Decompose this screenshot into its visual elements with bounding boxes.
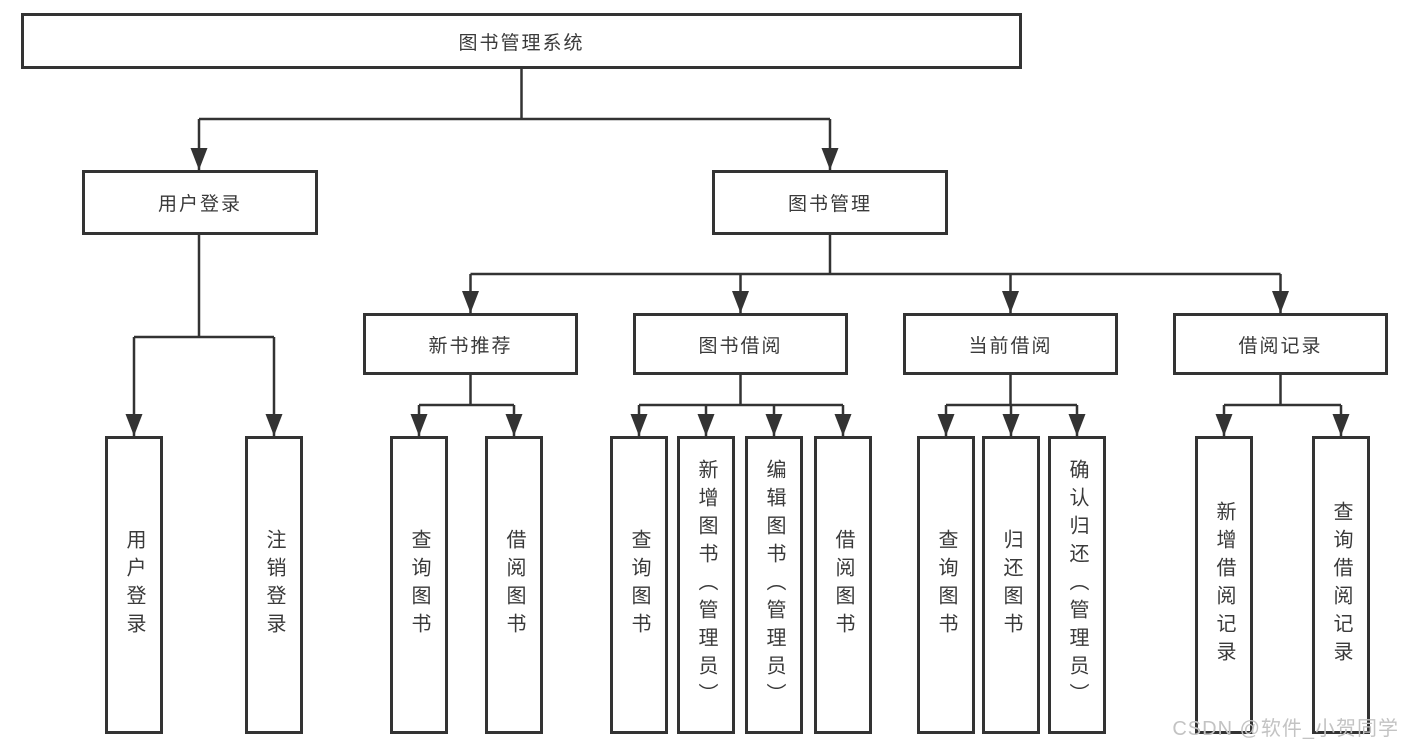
- edge-root-trunk: [199, 69, 830, 121]
- node-new-book-rec: 新书推荐: [363, 313, 578, 375]
- leaf-bb-query-book: 查询图书: [610, 436, 668, 734]
- leaf-logout: 注销登录: [245, 436, 303, 734]
- node-book-mgmt: 图书管理: [712, 170, 948, 235]
- leaf-bb-add-book: 新增图书（管理员）: [677, 436, 735, 734]
- node-root: 图书管理系统: [21, 13, 1022, 69]
- node-book-borrow: 图书借阅: [633, 313, 848, 375]
- leaf-br-query-record: 查询借阅记录: [1312, 436, 1370, 734]
- node-borrow-records: 借阅记录: [1173, 313, 1388, 375]
- leaf-user-login: 用户登录: [105, 436, 163, 734]
- node-user-login: 用户登录: [82, 170, 318, 235]
- edge-book-borrow-trunk: [639, 375, 843, 407]
- node-current-borrow: 当前借阅: [903, 313, 1118, 375]
- edge-book-mgmt-trunk: [470, 235, 1281, 276]
- leaf-cb-confirm-return: 确认归还（管理员）: [1048, 436, 1106, 734]
- leaf-nb-query-book: 查询图书: [390, 436, 448, 734]
- leaf-nb-borrow-book: 借阅图书: [485, 436, 543, 734]
- leaf-br-add-record: 新增借阅记录: [1195, 436, 1253, 734]
- edge-user-login-trunk: [134, 235, 274, 339]
- leaf-cb-return-book: 归还图书: [982, 436, 1040, 734]
- leaf-bb-borrow-book: 借阅图书: [814, 436, 872, 734]
- edge-current-borrow-trunk: [946, 375, 1077, 407]
- csdn-watermark: CSDN @软件_小贺同学: [1172, 718, 1399, 740]
- leaf-bb-edit-book: 编辑图书（管理员）: [745, 436, 803, 734]
- edge-borrow-records-trunk: [1224, 375, 1341, 407]
- edge-new-book-rec-trunk: [419, 375, 514, 407]
- leaf-cb-query-book: 查询图书: [917, 436, 975, 734]
